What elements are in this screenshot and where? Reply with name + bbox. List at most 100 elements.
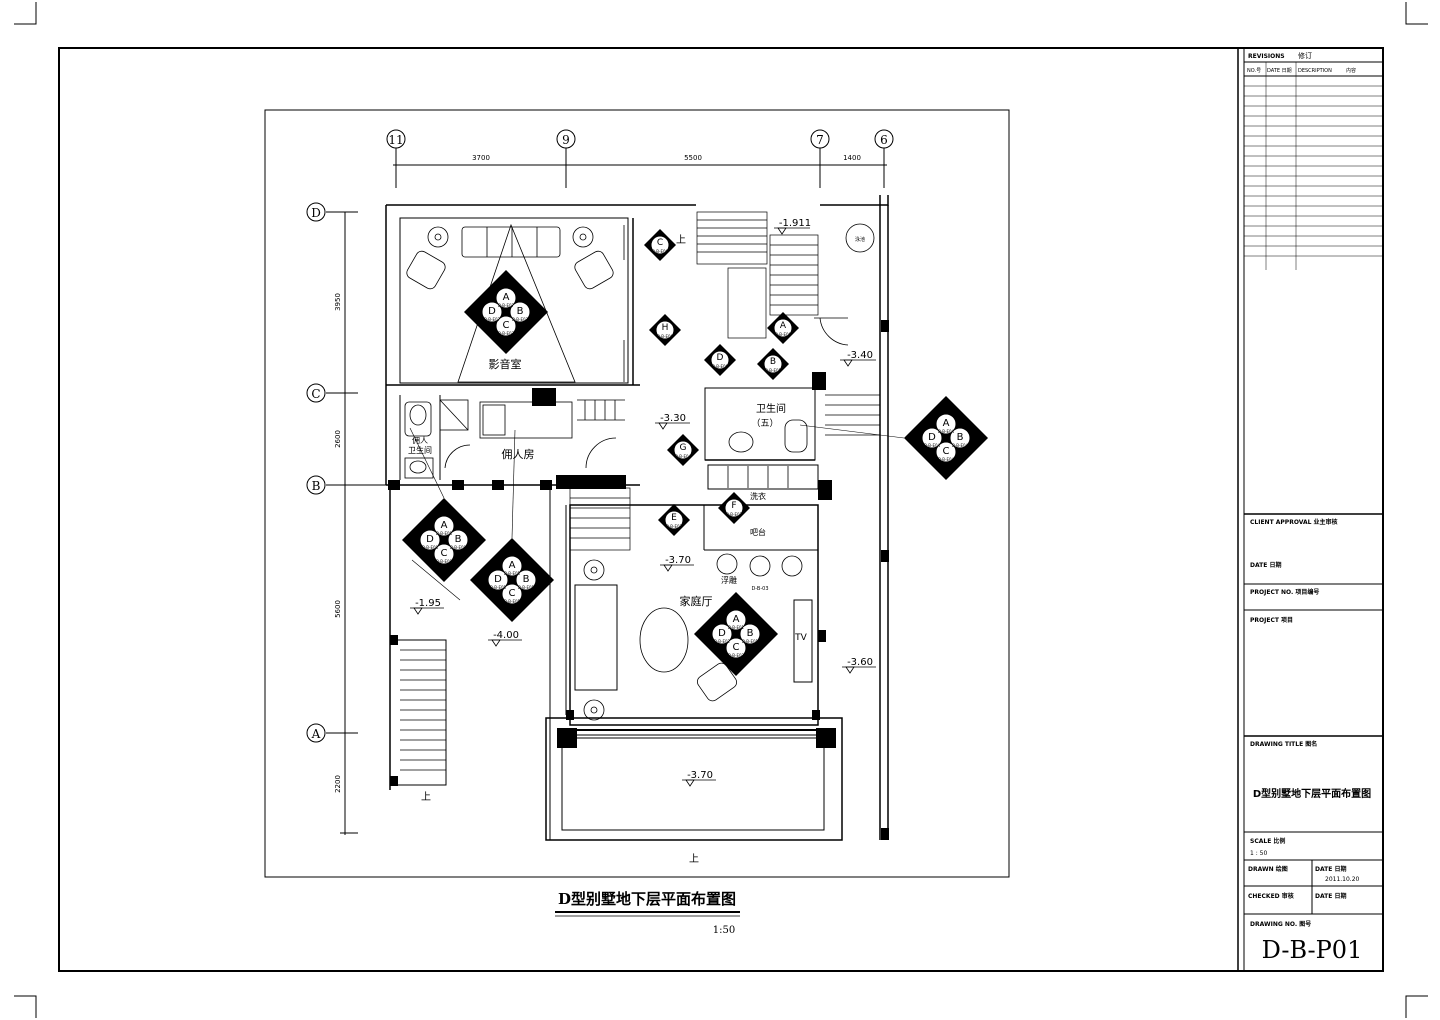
tb-drawing-title: D型别墅地下层平面布置图 bbox=[1253, 787, 1371, 800]
room-maid-bath-1: 佣人 bbox=[412, 435, 428, 445]
svg-text:A: A bbox=[509, 560, 516, 571]
tb-date-value: 2011.10.20 bbox=[1325, 876, 1360, 883]
axis-bubble-D bbox=[306, 202, 326, 222]
svg-text:A: A bbox=[503, 292, 510, 303]
svg-text:D-B-E05: D-B-E05 bbox=[518, 585, 535, 590]
tb-scale-value: 1 : 50 bbox=[1250, 850, 1267, 857]
tb-drawn: DRAWN 绘图 bbox=[1248, 865, 1288, 873]
svg-text:D-B-E02: D-B-E02 bbox=[728, 653, 745, 658]
axis-label-7: 7 bbox=[816, 133, 824, 147]
cluster-theater: A B C D D-B-E07 D-B-E07 D-B-E07 D-B-E07 bbox=[464, 270, 548, 354]
tag-ref: D-B-03 bbox=[751, 586, 768, 592]
svg-text:D-B-E02: D-B-E02 bbox=[714, 639, 731, 644]
elev-ref-G: D-B-E04 bbox=[675, 454, 692, 459]
sheet-border bbox=[58, 47, 1384, 972]
axis-label-11: 11 bbox=[388, 133, 403, 147]
svg-text:B: B bbox=[455, 534, 462, 545]
left-dim-1: 3950 bbox=[334, 293, 342, 311]
axis-label-A: A bbox=[311, 727, 321, 741]
elev-marker-F: F bbox=[731, 501, 736, 511]
stairs bbox=[400, 211, 880, 771]
cluster-markers: A B C D D-B-E07 D-B-E07 D-B-E07 D-B-E07 … bbox=[402, 270, 988, 676]
axis-label-D: D bbox=[311, 206, 321, 220]
elev-ref-A: D-B-E06 bbox=[775, 332, 792, 337]
svg-text:B: B bbox=[517, 306, 524, 317]
room-family-hall: 家庭厅 bbox=[680, 594, 713, 608]
room-bar: 吧台 bbox=[750, 527, 766, 537]
tb-drawing-no: D-B-P01 bbox=[1262, 936, 1363, 964]
svg-text:B: B bbox=[957, 432, 964, 443]
svg-text:C: C bbox=[441, 548, 448, 559]
svg-text:C: C bbox=[733, 642, 740, 653]
tb-project-no: PROJECT NO. 项目编号 bbox=[1250, 588, 1319, 596]
svg-text:D: D bbox=[488, 306, 496, 317]
cluster-family: A B C D D-B-E01 D-B-E01 D-B-E02 D-B-E02 bbox=[694, 592, 778, 676]
svg-text:D: D bbox=[718, 628, 726, 639]
svg-text:D-B-E05: D-B-E05 bbox=[504, 571, 521, 576]
room-bath5-1: 卫生间 bbox=[756, 402, 786, 415]
level-markers bbox=[410, 227, 876, 787]
elev-ref-E: D-B-E03 bbox=[666, 524, 683, 529]
drawing-title-block: D型别墅地下层平面布置图 1:50 bbox=[555, 890, 740, 936]
svg-text:D-B-E05: D-B-E05 bbox=[490, 585, 507, 590]
elev-marker-B: B bbox=[770, 357, 776, 367]
svg-text:D-B-E07: D-B-E07 bbox=[498, 331, 515, 336]
axis-label-6: 6 bbox=[880, 133, 888, 147]
level-5: -3.60 bbox=[847, 657, 873, 668]
top-dim-1: 3700 bbox=[472, 154, 490, 162]
svg-text:D-B-E04: D-B-E04 bbox=[938, 457, 955, 462]
left-dim-2: 2600 bbox=[334, 430, 342, 448]
elevation-markers: C D-B-E06 H D-B-E06 A D-B-E06 D D-B-E06 bbox=[644, 229, 799, 536]
tb-client-approval: CLIENT APPROVAL 业主审核 bbox=[1250, 518, 1338, 526]
axis-bubble-11 bbox=[386, 129, 406, 149]
elev-ref-B: D-B-E05 bbox=[765, 368, 782, 373]
svg-text:B: B bbox=[523, 574, 530, 585]
stair-up-1: 上 bbox=[676, 234, 686, 246]
tb-col-desc: DESCRIPTION bbox=[1298, 68, 1332, 74]
axis-bubble-7 bbox=[810, 129, 830, 149]
elev-marker-G: G bbox=[680, 443, 687, 453]
axis-label-9: 9 bbox=[562, 133, 570, 147]
level-4: -3.70 bbox=[665, 555, 691, 566]
svg-text:D-B-E07: D-B-E07 bbox=[484, 317, 501, 322]
top-dim-2: 5500 bbox=[684, 154, 702, 162]
svg-text:B: B bbox=[747, 628, 754, 639]
cluster-bath: A B C D D-B-E04 D-B-E04 D-B-E04 D-B-E04 bbox=[904, 396, 988, 480]
level-1: -1.911 bbox=[779, 218, 811, 229]
axis-bubble-A bbox=[306, 723, 326, 743]
axis-label-B: B bbox=[312, 479, 321, 493]
drawing-title: D型别墅地下层平面布置图 bbox=[558, 890, 736, 908]
axis-bubble-6 bbox=[874, 129, 894, 149]
room-maid: 佣人房 bbox=[502, 448, 535, 461]
level-labels: -1.911 -3.40 -3.30 -3.70 -3.60 -1.95 -4.… bbox=[415, 218, 873, 781]
level-8: -3.70 bbox=[687, 770, 713, 781]
svg-text:D: D bbox=[494, 574, 502, 585]
crop-marks bbox=[14, 2, 1428, 1018]
svg-text:C: C bbox=[509, 588, 516, 599]
axis-label-C: C bbox=[311, 387, 320, 401]
svg-text:C: C bbox=[503, 320, 510, 331]
tb-col-desc-cn: 内容 bbox=[1346, 67, 1356, 74]
furniture bbox=[404, 223, 875, 721]
svg-text:D-B-E08: D-B-E08 bbox=[422, 545, 439, 550]
tb-scale-label: SCALE 比例 bbox=[1250, 837, 1285, 845]
axis-bubble-9 bbox=[556, 129, 576, 149]
axis-bubble-B bbox=[306, 475, 326, 495]
svg-text:C: C bbox=[943, 446, 950, 457]
tb-date2: DATE 日期 bbox=[1315, 865, 1346, 873]
svg-text:D-B-E04: D-B-E04 bbox=[924, 443, 941, 448]
elev-marker-D: D bbox=[717, 353, 724, 363]
stair-up-3: 上 bbox=[689, 853, 699, 865]
tb-revisions-cn: 修订 bbox=[1298, 51, 1312, 60]
tb-drawing-title-label: DRAWING TITLE 图名 bbox=[1250, 740, 1317, 748]
axis-bubble-C bbox=[306, 383, 326, 403]
elev-ref-F: D-B-E03 bbox=[726, 512, 743, 517]
svg-text:D-B-E07: D-B-E07 bbox=[498, 303, 515, 308]
column-axes: 11 9 7 6 3700 5500 1400 bbox=[386, 129, 894, 188]
level-6: -1.95 bbox=[415, 598, 441, 609]
svg-text:D-B-E05: D-B-E05 bbox=[504, 599, 521, 604]
level-7: -4.00 bbox=[493, 630, 519, 641]
room-tv: TV bbox=[794, 633, 807, 643]
elev-marker-C: C bbox=[657, 238, 663, 248]
